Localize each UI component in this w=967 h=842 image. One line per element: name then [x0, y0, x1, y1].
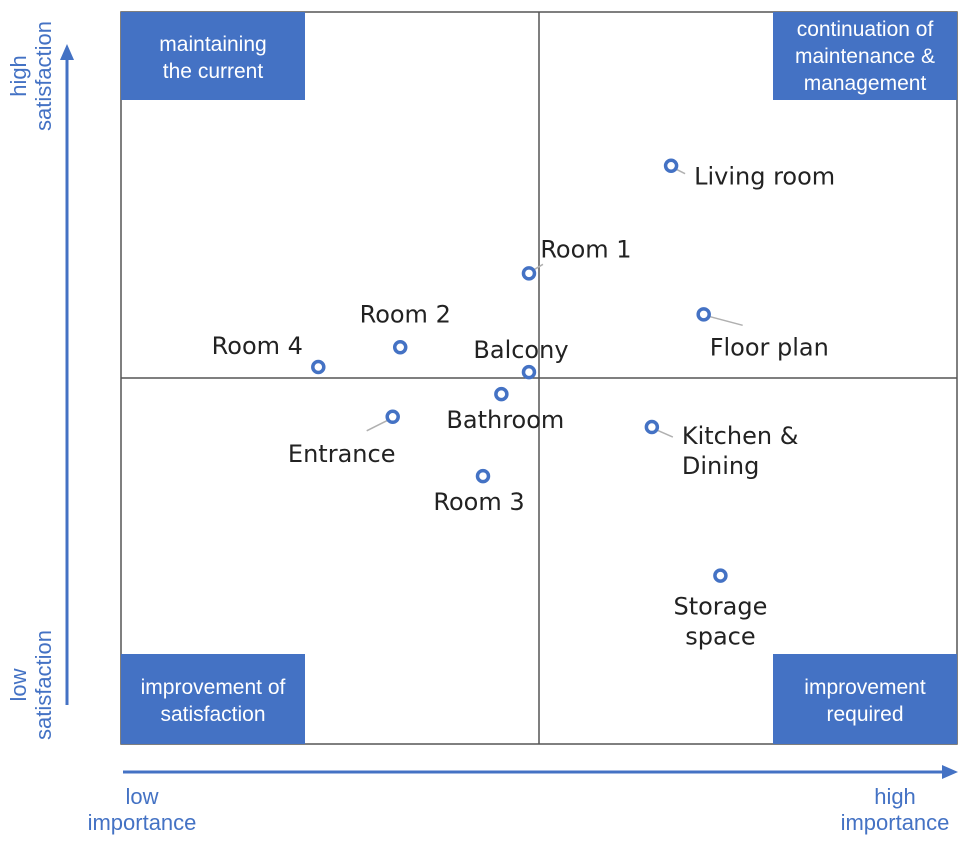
data-point: Bathroom — [446, 386, 564, 434]
point-marker — [311, 359, 326, 375]
point-marker — [392, 340, 408, 355]
data-point: Balcony — [473, 336, 569, 380]
point-label: Room 2 — [360, 300, 451, 328]
point-leader-line — [656, 429, 674, 438]
y-axis-low-line-1: low — [6, 668, 31, 701]
point-label: Room 4 — [212, 332, 303, 360]
data-point: Room 1 — [521, 235, 632, 281]
quadrant-bottom-left-line-2: satisfaction — [160, 703, 265, 726]
quadrant-bottom-right-box — [773, 654, 957, 744]
point-label: Floor plan — [710, 333, 829, 361]
quadrant-top-right-line-3: management — [804, 72, 927, 95]
quadrant-bottom-left-box — [121, 654, 305, 744]
data-point: Room 3 — [433, 468, 525, 516]
quadrant-top-right-line-1: continuation of — [797, 18, 934, 41]
point-marker — [644, 419, 660, 435]
point-marker — [521, 364, 537, 380]
point-leader-line — [708, 315, 743, 327]
quadrant-top-left: maintaining the current — [121, 12, 305, 100]
point-marker — [713, 568, 728, 583]
point-label: space — [685, 623, 755, 651]
quadrant-bottom-right-line-1: improvement — [804, 676, 926, 699]
quadrant-top-left-line-1: maintaining — [159, 33, 266, 56]
quadrant-bottom-right-line-2: required — [826, 703, 903, 726]
x-axis-high-line-1: high — [874, 784, 916, 809]
data-point: Kitchen &Dining — [644, 419, 799, 480]
point-label: Room 1 — [540, 235, 631, 263]
point-label: Kitchen & — [682, 422, 799, 450]
point-marker — [696, 307, 711, 322]
quadrant-top-left-box — [121, 12, 305, 100]
data-point: Floor plan — [696, 307, 829, 361]
data-point: Living room — [663, 158, 835, 191]
point-marker — [385, 409, 400, 425]
quadrant-top-right-line-2: maintenance & — [795, 45, 935, 68]
quadrant-top-left-line-2: the current — [163, 60, 264, 83]
x-axis-low-line-2: importance — [88, 810, 197, 835]
y-axis-high-line-1: high — [6, 55, 31, 97]
data-point: Room 2 — [360, 300, 451, 355]
point-label: Entrance — [288, 440, 396, 468]
x-axis-high-line-2: importance — [841, 810, 950, 835]
point-label: Balcony — [473, 336, 568, 364]
point-marker — [494, 386, 509, 402]
y-axis-high-line-2: satisfaction — [31, 21, 56, 131]
point-marker — [521, 266, 537, 281]
y-axis-arrowhead-icon — [60, 44, 74, 60]
x-axis-low-line-1: low — [125, 784, 158, 809]
point-marker — [663, 158, 679, 173]
point-leader-line — [366, 419, 390, 432]
quadrant-bottom-left-line-1: improvement of — [141, 676, 286, 699]
point-label: Living room — [694, 163, 835, 191]
data-point: Entrance — [288, 409, 400, 468]
point-label: Bathroom — [446, 406, 564, 434]
quadrant-top-right-box — [773, 12, 957, 100]
y-axis-low-label: low satisfaction — [6, 630, 56, 740]
point-label: Dining — [682, 452, 759, 480]
quadrant-top-right: continuation of maintenance & management — [773, 12, 957, 100]
quadrant-bottom-left: improvement of satisfaction — [121, 654, 305, 744]
point-label: Room 3 — [433, 488, 524, 516]
point-label: Storage — [673, 593, 767, 621]
point-marker — [475, 468, 491, 484]
y-axis-high-label: high satisfaction — [6, 21, 56, 131]
x-axis-arrowhead-icon — [942, 765, 958, 779]
data-point: Room 4 — [212, 332, 326, 375]
quadrant-bottom-right: improvement required — [773, 654, 957, 744]
y-axis-low-line-2: satisfaction — [31, 630, 56, 740]
